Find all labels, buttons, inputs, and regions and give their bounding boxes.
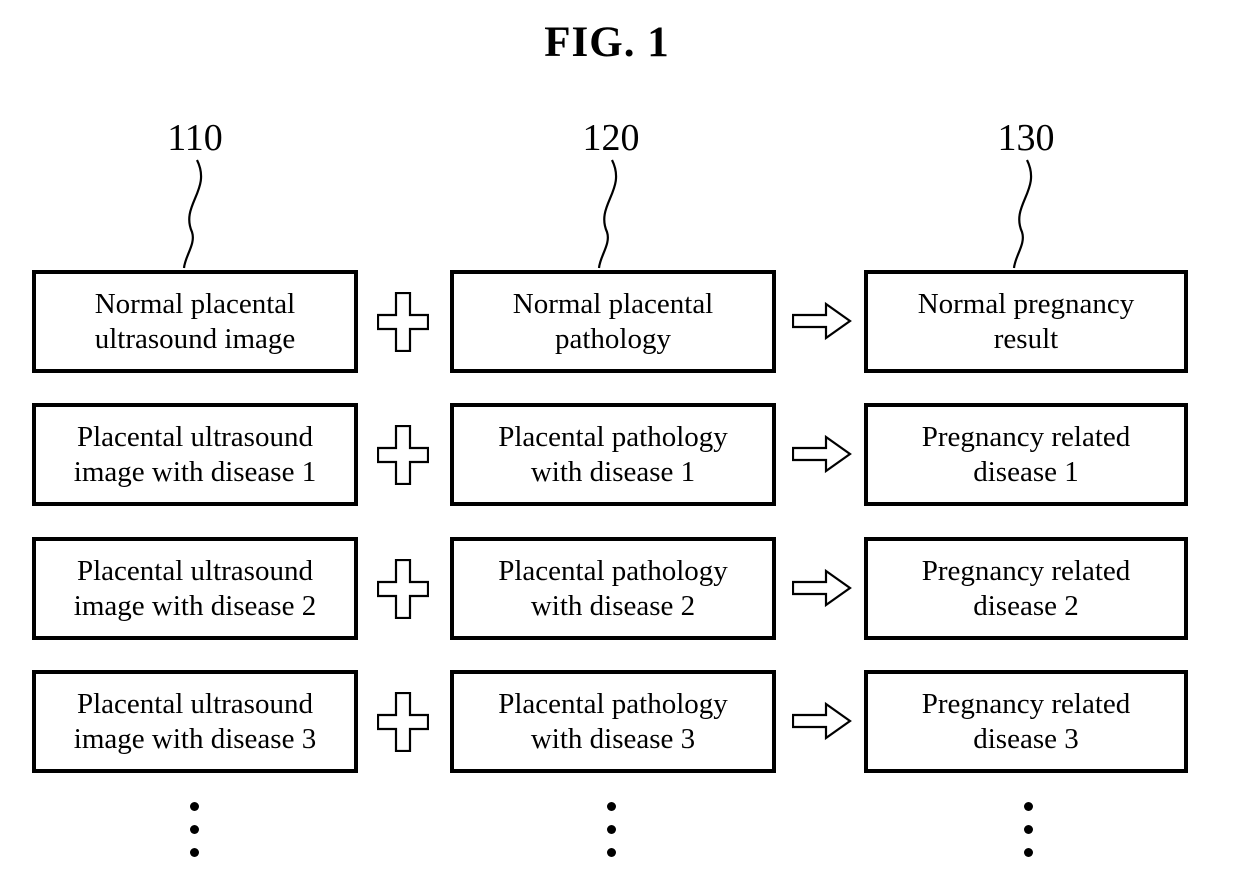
ultrasound-image-box: Placental ultrasound image with disease … [32,670,358,773]
dot [606,825,616,834]
pathology-box: Normal placental pathology [450,270,776,373]
reference-number-130: 130 [997,117,1055,159]
ultrasound-image-box: Placental ultrasound image with disease … [32,537,358,640]
mapping-row: Placental ultrasound image with disease … [0,403,1240,506]
plus-icon [377,292,429,352]
vertical-ellipsis-icon [189,802,199,857]
dot [1023,802,1033,811]
plus-icon [377,692,429,752]
result-box: Pregnancy related disease 2 [864,537,1188,640]
result-box: Pregnancy related disease 1 [864,403,1188,506]
dot [606,802,616,811]
reference-number-120: 120 [582,117,640,159]
right-arrow-icon [792,701,852,741]
leader-line-120 [597,159,618,269]
reference-number-110: 110 [167,117,223,159]
right-arrow-icon [792,301,852,341]
dot [1023,848,1033,857]
vertical-ellipsis-icon [1023,802,1033,857]
ultrasound-image-box: Placental ultrasound image with disease … [32,403,358,506]
dot [189,848,199,857]
figure-title: FIG. 1 [544,19,670,66]
result-box: Pregnancy related disease 3 [864,670,1188,773]
right-arrow-icon [792,568,852,608]
dot [606,848,616,857]
vertical-ellipsis-icon [606,802,616,857]
dot [1023,825,1033,834]
leader-line-110 [182,159,203,269]
ultrasound-image-box: Normal placental ultrasound image [32,270,358,373]
plus-icon [377,425,429,485]
mapping-row: Placental ultrasound image with disease … [0,537,1240,640]
plus-icon [377,559,429,619]
pathology-box: Placental pathology with disease 3 [450,670,776,773]
dot [189,802,199,811]
result-box: Normal pregnancy result [864,270,1188,373]
mapping-row: Normal placental ultrasound image Normal… [0,270,1240,373]
pathology-box: Placental pathology with disease 2 [450,537,776,640]
dot [189,825,199,834]
mapping-row: Placental ultrasound image with disease … [0,670,1240,773]
right-arrow-icon [792,434,852,474]
pathology-box: Placental pathology with disease 1 [450,403,776,506]
leader-line-130 [1012,159,1033,269]
